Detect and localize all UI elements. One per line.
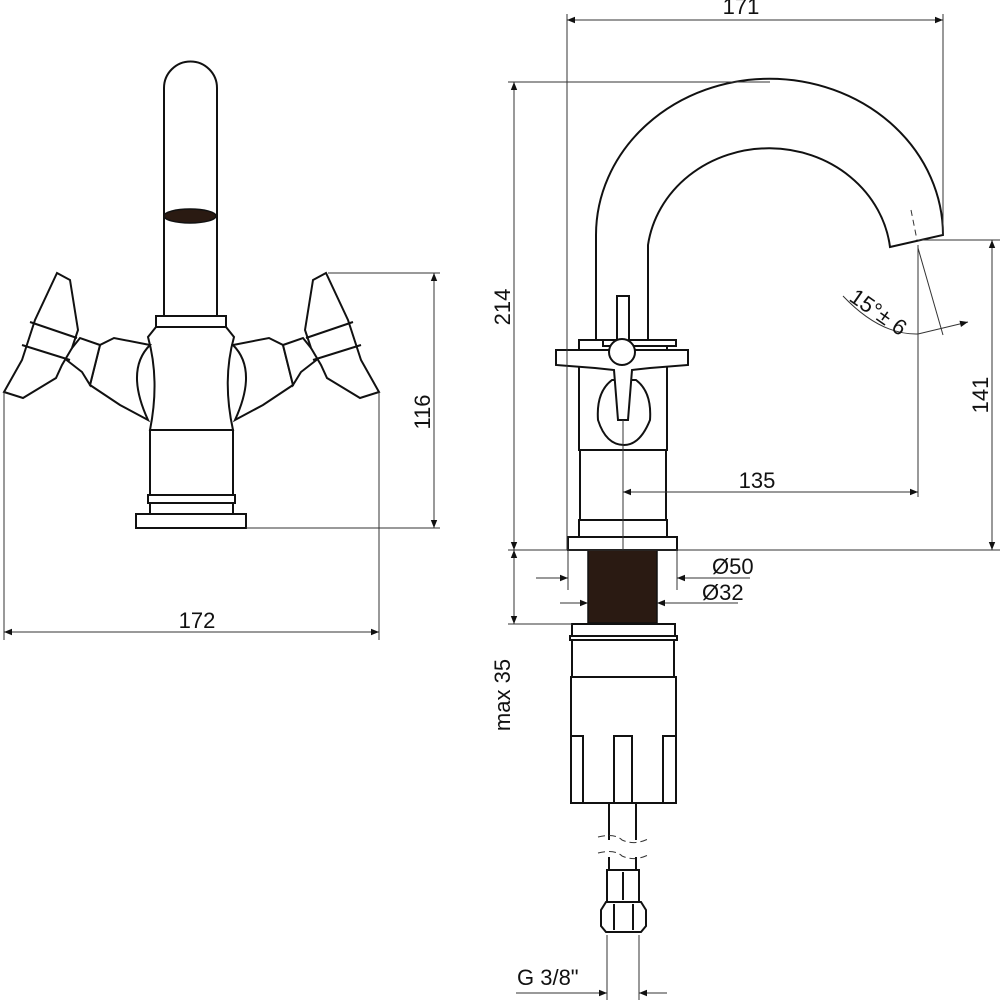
collar	[155, 315, 227, 328]
dim-max35: max 35	[490, 659, 515, 731]
hex-nut	[600, 901, 647, 933]
spout-side	[595, 77, 945, 341]
dim-angle: 15°± 6	[845, 284, 912, 341]
dim-135: 135	[739, 468, 776, 493]
neck	[149, 502, 234, 515]
dim-arc-angle	[842, 295, 969, 335]
dim-g38: G 3/8"	[517, 965, 579, 990]
ring	[147, 494, 236, 504]
dim-172: 172	[179, 608, 216, 633]
side-view: 171 214 141 135 15°± 6 Ø50 Ø32 max 35 G …	[490, 0, 1000, 1000]
left-handle	[2, 271, 153, 423]
dim-171: 171	[723, 0, 760, 19]
spout-front	[163, 60, 218, 317]
spout-outlet	[163, 208, 217, 224]
dim-116: 116	[410, 394, 435, 429]
base-plate	[135, 513, 247, 529]
dim-d50: Ø50	[712, 554, 754, 579]
threaded-rod	[587, 549, 658, 624]
body	[146, 326, 236, 431]
right-handle	[230, 271, 381, 423]
lower-body	[149, 429, 234, 496]
dim-214: 214	[490, 289, 515, 326]
front-view: 116 172	[2, 60, 440, 640]
cross-handle	[555, 349, 689, 421]
dim-141: 141	[968, 377, 993, 414]
dim-d32: Ø32	[702, 580, 744, 605]
